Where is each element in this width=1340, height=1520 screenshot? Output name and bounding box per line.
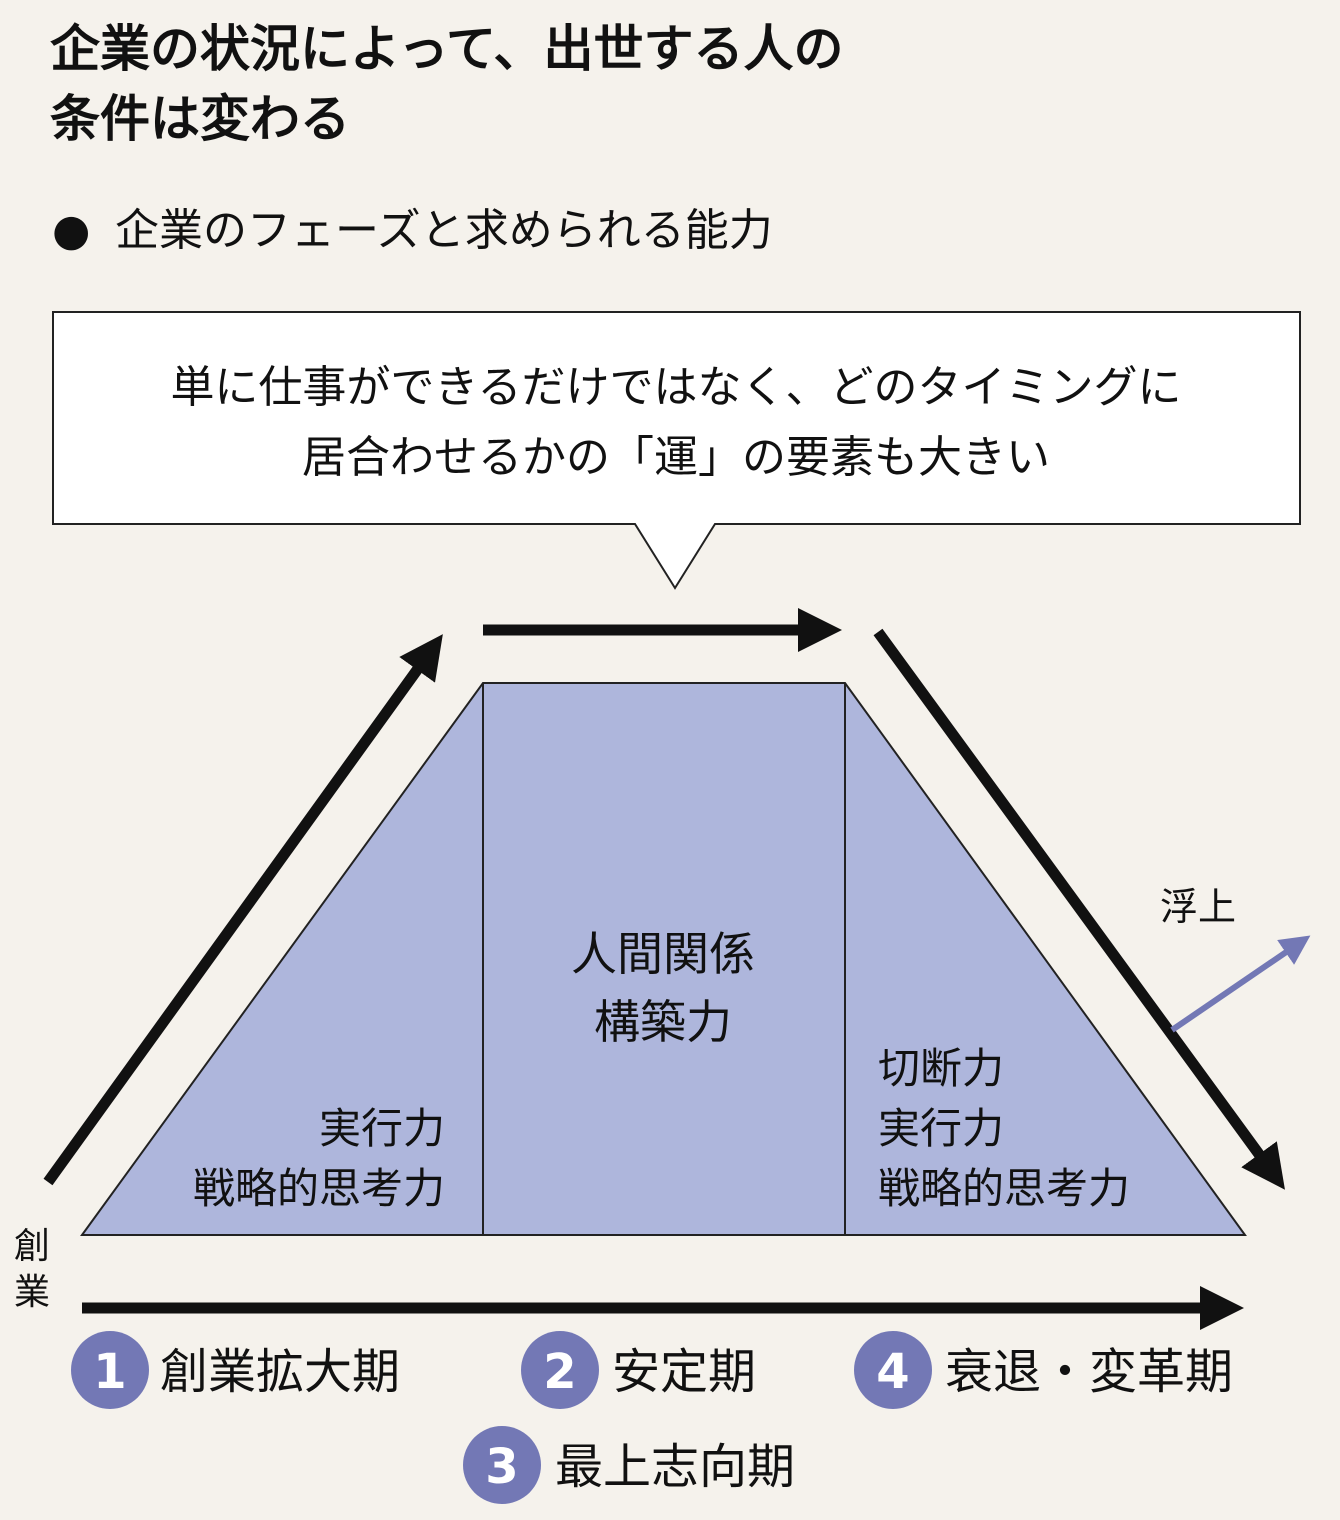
right-skill-3: 戦略的思考力 [878,1164,1130,1213]
center-skill-2: 構築力 [594,995,732,1049]
phase-badge [463,1426,541,1504]
phase-number: 2 [543,1344,576,1400]
subtitle: 企業のフェーズと求められる能力 [115,205,773,256]
phase-label: 最上志向期 [555,1439,795,1495]
phase-badge [854,1331,932,1409]
phase-label: 創業拡大期 [160,1344,400,1400]
phase-badge [71,1331,149,1409]
left-skill-2: 戦略的思考力 [193,1164,445,1213]
callout-line-1: 単に仕事ができるだけではなく、どのタイミングに [170,362,1181,413]
center-skill-1: 人間関係 [571,927,755,981]
start-label-2: 業 [14,1272,50,1313]
subtitle-bullet: ● [52,205,90,256]
phase-badge [521,1331,599,1409]
phase-2: 2 安定期 [521,1331,756,1409]
phase-label: 衰退・変革期 [945,1344,1233,1400]
phase-number: 3 [485,1439,518,1495]
phase-label: 安定期 [612,1344,756,1400]
callout-line-2: 居合わせるかの「運」の要素も大きい [302,432,1050,483]
phase-number: 1 [93,1344,126,1400]
callout-box: 単に仕事ができるだけではなく、どのタイミングに 居合わせるかの「運」の要素も大き… [52,311,1301,590]
phase-4: 4 衰退・変革期 [854,1331,1233,1409]
rise-label: 浮上 [1160,885,1236,929]
title-line-2: 条件は変わる [50,90,350,148]
trapezoid [80,682,1247,1236]
right-skill-1: 切断力 [878,1044,1004,1093]
phase-1: 1 創業拡大期 [71,1331,400,1409]
right-skill-2: 実行力 [878,1104,1004,1153]
decline-arrow [873,628,1285,1190]
rise-arrow [43,634,443,1186]
title-line-1: 企業の状況によって、出世する人の [50,20,844,78]
rise-again-arrow [1170,935,1311,1033]
phase-3: 3 最上志向期 [463,1426,795,1504]
start-label-1: 創 [14,1226,50,1267]
phase-number: 4 [876,1344,909,1400]
left-skill-1: 実行力 [319,1104,445,1153]
